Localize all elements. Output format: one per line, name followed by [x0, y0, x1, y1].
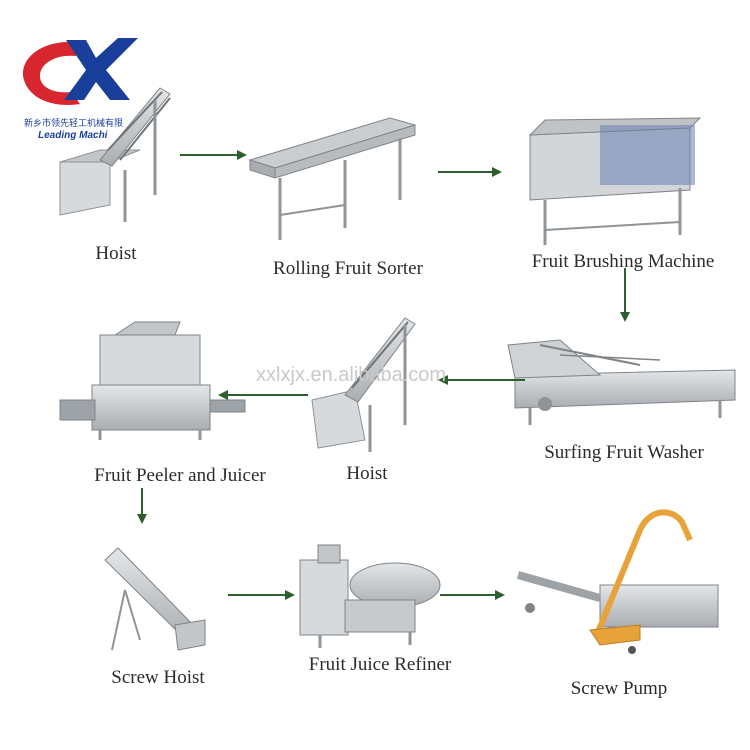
rolling-fruit-sorter-image [248, 117, 417, 240]
fruit-juice-refiner-image [299, 544, 441, 648]
screw-pump-image [516, 509, 719, 654]
hoist-machine-image [59, 87, 171, 222]
fruit-peeler-juicer-image [59, 321, 246, 440]
logo-company-name-en: Leading Machi [38, 130, 108, 141]
step-label-fruit-peeler-juicer: Fruit Peeler and Juicer [94, 465, 266, 486]
flow-arrows [137, 150, 630, 600]
step-label-screw-hoist: Screw Hoist [111, 667, 205, 688]
hoist-machine-image-2 [311, 317, 416, 452]
step-label-fruit-brushing-machine: Fruit Brushing Machine [531, 251, 715, 272]
surfing-fruit-washer-image [507, 339, 736, 425]
screw-hoist-image [104, 547, 206, 651]
step-label-hoist-2: Hoist [346, 463, 388, 484]
step-label-rolling-fruit-sorter: Rolling Fruit Sorter [273, 258, 423, 279]
watermark-text: xxlxjx.en.alibaba.com [256, 364, 447, 386]
step-label-hoist: Hoist [95, 243, 137, 264]
company-logo-mark [23, 38, 138, 105]
step-label-screw-pump: Screw Pump [570, 678, 668, 699]
fruit-brushing-machine-image [528, 117, 702, 245]
step-label-surfing-fruit-washer: Surfing Fruit Washer [544, 442, 704, 463]
logo-company-name-cn: 新乡市领先轻工机械有限 [24, 119, 124, 129]
step-label-fruit-juice-refiner: Fruit Juice Refiner [308, 654, 452, 675]
